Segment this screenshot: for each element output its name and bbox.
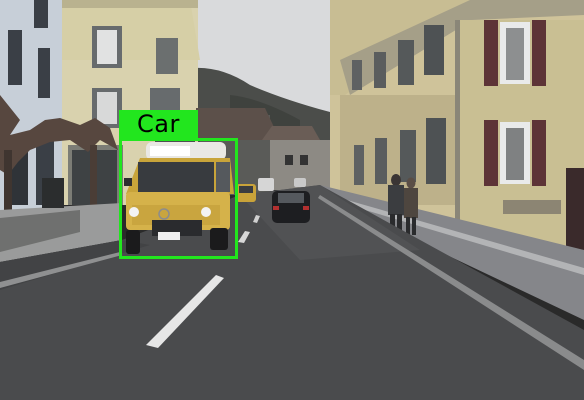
dark-sedan xyxy=(272,191,310,223)
yellow-van xyxy=(124,142,234,254)
lane-marking xyxy=(146,275,224,348)
bare-tree xyxy=(0,95,118,175)
right-sidewalk xyxy=(320,185,584,320)
pedestrians xyxy=(388,174,418,236)
road xyxy=(0,185,584,400)
